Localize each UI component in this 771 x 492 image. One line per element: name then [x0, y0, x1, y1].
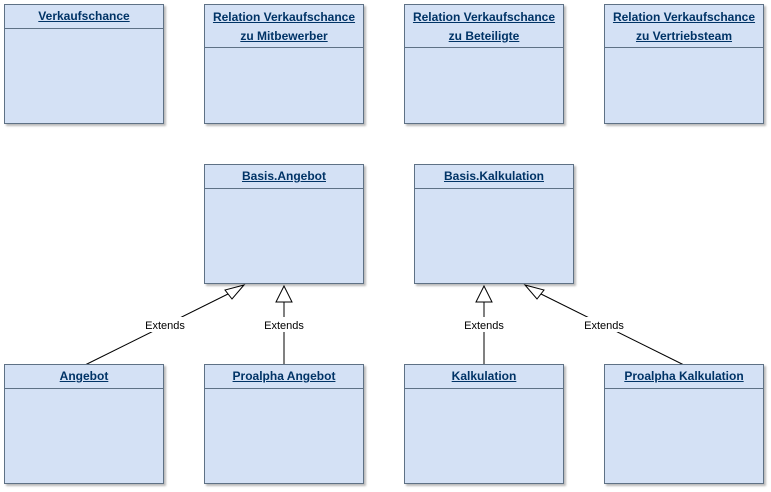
class-title[interactable]: Relation Verkaufschance zu Vertriebsteam [612, 9, 756, 43]
inheritance-arrowhead [275, 284, 293, 303]
class-basis-angebot[interactable]: Basis.Angebot [204, 164, 364, 284]
class-title[interactable]: Proalpha Angebot [232, 369, 336, 383]
class-header: Relation Verkaufschance zu Mitbewerber [205, 5, 363, 48]
class-kalkulation[interactable]: Kalkulation [404, 364, 564, 484]
extends-label: Extends [464, 320, 504, 332]
inheritance-arrowhead [475, 284, 493, 303]
extends-connector-angebot[interactable]: Extends [84, 284, 246, 366]
extends-connector-proalpha-kalkulation[interactable]: Extends [523, 284, 685, 366]
extends-connector-kalkulation[interactable]: Extends [460, 284, 508, 365]
class-title[interactable]: Relation Verkaufschance zu Beteiligte [412, 9, 556, 43]
class-title[interactable]: Relation Verkaufschance zu Mitbewerber [212, 9, 356, 43]
class-header: Proalpha Angebot [205, 365, 363, 389]
class-title[interactable]: Proalpha Kalkulation [624, 369, 744, 383]
class-header: Relation Verkaufschance zu Vertriebsteam [605, 5, 763, 48]
class-angebot[interactable]: Angebot [4, 364, 164, 484]
class-title[interactable]: Verkaufschance [38, 9, 130, 23]
class-header: Basis.Angebot [205, 165, 363, 189]
class-header: Basis.Kalkulation [415, 165, 573, 189]
class-header: Kalkulation [405, 365, 563, 389]
inheritance-arrowhead [224, 284, 246, 300]
class-title[interactable]: Basis.Angebot [241, 169, 326, 183]
extends-label: Extends [145, 320, 185, 332]
class-header: Angebot [5, 365, 163, 389]
class-header: Proalpha Kalkulation [605, 365, 763, 389]
class-relation-verkaufschance-beteiligte[interactable]: Relation Verkaufschance zu Beteiligte [404, 4, 564, 124]
class-verkaufschance[interactable]: Verkaufschance [4, 4, 164, 124]
inheritance-arrowhead [523, 284, 545, 300]
class-proalpha-angebot[interactable]: Proalpha Angebot [204, 364, 364, 484]
class-title[interactable]: Basis.Kalkulation [443, 169, 545, 183]
class-basis-kalkulation[interactable]: Basis.Kalkulation [414, 164, 574, 284]
extends-connector-proalpha-angebot[interactable]: Extends [260, 284, 308, 365]
class-title[interactable]: Angebot [59, 369, 109, 383]
class-header: Verkaufschance [5, 5, 163, 29]
class-relation-verkaufschance-mitbewerber[interactable]: Relation Verkaufschance zu Mitbewerber [204, 4, 364, 124]
class-title[interactable]: Kalkulation [451, 369, 517, 383]
extends-label: Extends [584, 320, 624, 332]
class-header: Relation Verkaufschance zu Beteiligte [405, 5, 563, 48]
extends-label: Extends [264, 320, 304, 332]
class-proalpha-kalkulation[interactable]: Proalpha Kalkulation [604, 364, 764, 484]
class-relation-verkaufschance-vertriebsteam[interactable]: Relation Verkaufschance zu Vertriebsteam [604, 4, 764, 124]
